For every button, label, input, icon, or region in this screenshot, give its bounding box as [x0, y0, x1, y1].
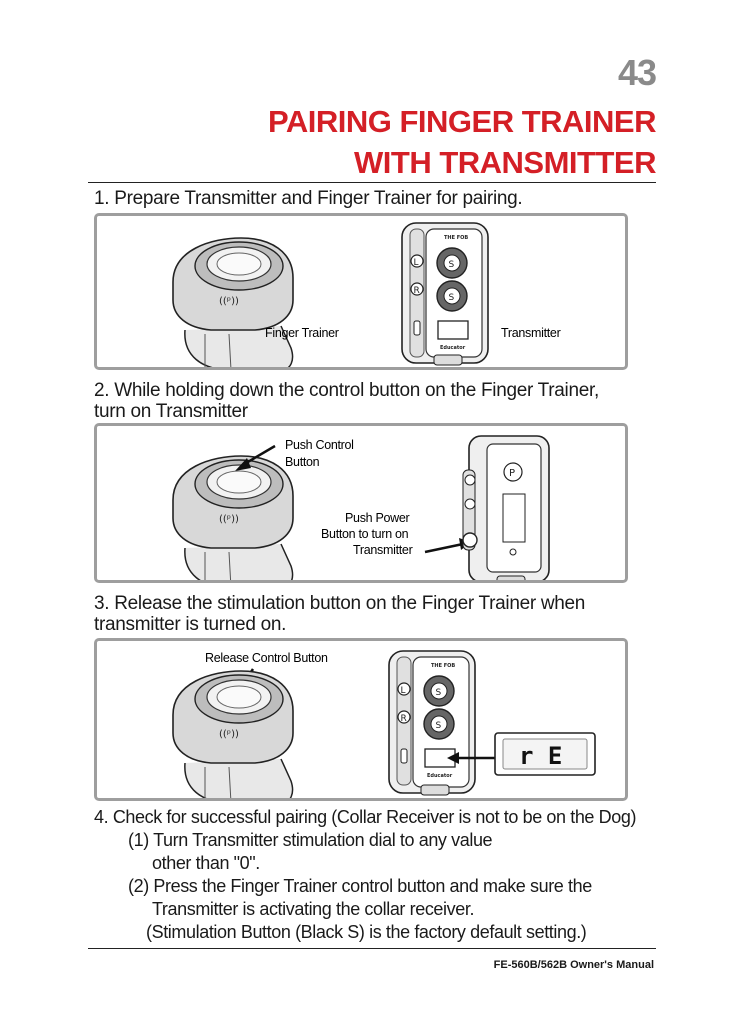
figure-1-illustration: ((ᵖ)) Finger Trainer L R THE FOB S S Edu…	[172, 222, 561, 367]
fob-logo-text: THE FOB	[444, 235, 468, 241]
step-2-text-line-2: turn on Transmitter	[94, 401, 248, 422]
finger-trainer-device: ((ᵖ))	[172, 237, 294, 367]
push-power-label-line-3: Transmitter	[353, 543, 413, 557]
svg-text:((ᵖ)): ((ᵖ))	[219, 514, 239, 525]
push-control-label-line-1: Push Control	[285, 438, 354, 452]
step-1-text: 1. Prepare Transmitter and Finger Traine…	[94, 188, 523, 209]
transmitter-label: Transmitter	[501, 326, 561, 340]
transmitter-back-device: P	[462, 435, 550, 580]
title-divider	[88, 182, 656, 183]
push-power-label-line-2: Button to turn on	[321, 527, 409, 541]
btn-s-top-label: S	[436, 688, 442, 698]
figure-3-panel: Release Control Button ((ᵖ)) L R THE FOB…	[94, 638, 628, 801]
btn-s-bottom-label: S	[449, 293, 455, 303]
step-4-sub-2-line-1: (2) Press the Finger Trainer control but…	[128, 876, 592, 896]
footer-divider	[88, 948, 656, 949]
brand-text: Educator	[440, 345, 466, 351]
svg-text:((ᵖ)): ((ᵖ))	[219, 296, 239, 307]
fob-logo-text: THE FOB	[431, 663, 455, 669]
btn-l-label: L	[414, 258, 419, 268]
page-number: 43	[617, 52, 657, 93]
btn-s-bottom-label: S	[436, 721, 442, 731]
finger-trainer-device: ((ᵖ))	[172, 670, 294, 798]
step-2-text-line-1: 2. While holding down the control button…	[94, 380, 599, 401]
step-4-text: 4. Check for successful pairing (Collar …	[94, 807, 637, 827]
btn-s-top-label: S	[449, 260, 455, 270]
btn-p-label: P	[509, 468, 515, 479]
btn-r-label: R	[401, 714, 407, 724]
step-4-sub-1-line-1: (1) Turn Transmitter stimulation dial to…	[128, 830, 493, 850]
finger-trainer-label: Finger Trainer	[265, 326, 339, 340]
step-4-sub-1-line-2: other than "0".	[152, 853, 260, 873]
btn-r-label: R	[414, 286, 420, 296]
figure-2-illustration: ((ᵖ)) Push Control Button Push Power But…	[172, 435, 550, 580]
step-4-sub-2-line-3: (Stimulation Button (Black S) is the fac…	[146, 922, 587, 942]
push-power-label-line-1: Push Power	[345, 511, 410, 525]
figure-3-illustration: Release Control Button ((ᵖ)) L R THE FOB…	[172, 650, 596, 798]
transmitter-device: L R THE FOB S S Educator	[388, 650, 476, 796]
step-4-sub-2-line-2: Transmitter is activating the collar rec…	[152, 899, 475, 919]
page-title-line-2: WITH TRANSMITTER	[354, 145, 656, 180]
figure-2-panel: ((ᵖ)) Push Control Button Push Power But…	[94, 423, 628, 583]
display-readout: r E	[519, 742, 562, 770]
figure-1-panel: ((ᵖ)) Finger Trainer L R THE FOB S S Edu…	[94, 213, 628, 370]
step-3-text-line-2: transmitter is turned on.	[94, 614, 287, 635]
push-control-label-line-2: Button	[285, 455, 320, 469]
page-title-line-1: PAIRING FINGER TRAINER	[268, 104, 657, 139]
brand-text: Educator	[427, 773, 453, 779]
footer-manual-title: FE-560B/562B Owner's Manual	[493, 959, 654, 971]
transmitter-device: L R THE FOB S S Educator	[401, 222, 489, 366]
release-control-label: Release Control Button	[205, 651, 328, 665]
btn-l-label: L	[401, 686, 406, 696]
step-3-text-line-1: 3. Release the stimulation button on the…	[94, 593, 586, 614]
push-power-arrow	[424, 542, 464, 554]
finger-trainer-device: ((ᵖ))	[172, 455, 294, 580]
svg-text:((ᵖ)): ((ᵖ))	[219, 729, 239, 740]
